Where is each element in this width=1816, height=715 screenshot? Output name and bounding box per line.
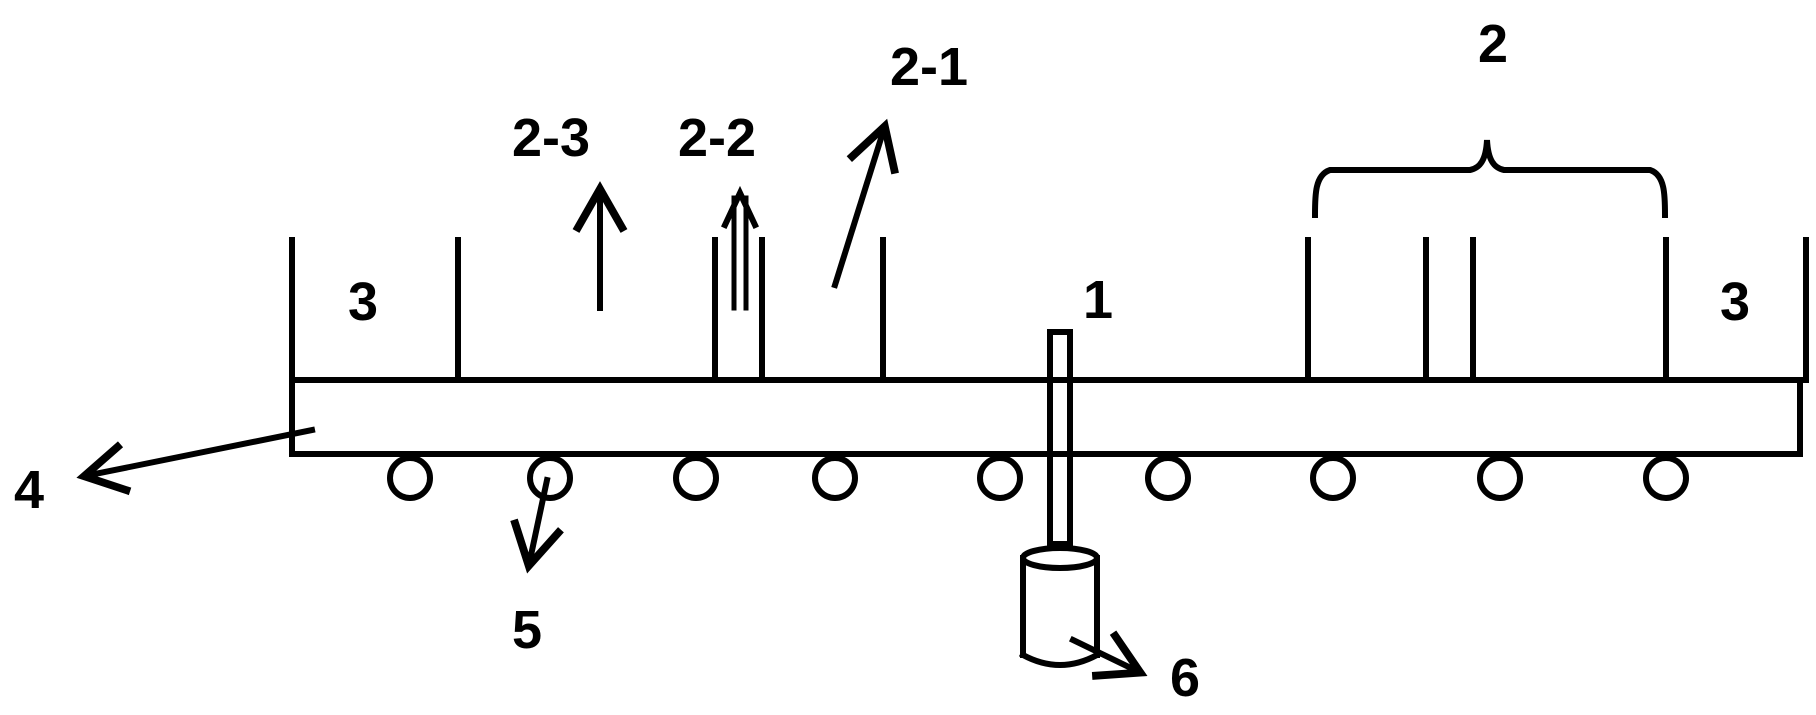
rollers bbox=[387, 455, 1689, 501]
roller bbox=[1145, 455, 1191, 501]
label-2: 2 bbox=[1478, 14, 1508, 74]
shaft bbox=[1047, 329, 1073, 547]
label-2-2: 2-2 bbox=[678, 108, 756, 168]
group-bracket bbox=[1311, 139, 1669, 219]
roller bbox=[387, 455, 433, 501]
arrow-4 bbox=[76, 426, 316, 496]
roller bbox=[673, 455, 719, 501]
partition-walls bbox=[289, 237, 1809, 383]
base-plate bbox=[289, 377, 1803, 457]
arrow-2-1 bbox=[831, 118, 899, 289]
label-2-3: 2-3 bbox=[512, 108, 590, 168]
roller bbox=[1643, 455, 1689, 501]
roller bbox=[527, 455, 573, 501]
label-3-right: 3 bbox=[1720, 272, 1750, 332]
roller bbox=[1477, 455, 1523, 501]
pointer-arrows bbox=[76, 118, 1148, 680]
arrow-2-2-head bbox=[721, 185, 759, 229]
roller bbox=[977, 455, 1023, 501]
label-5: 5 bbox=[512, 600, 542, 660]
label-4: 4 bbox=[14, 460, 44, 520]
label-1: 1 bbox=[1083, 270, 1113, 330]
roller bbox=[812, 455, 858, 501]
roller bbox=[1310, 455, 1356, 501]
label-2-1: 2-1 bbox=[890, 37, 968, 97]
label-6: 6 bbox=[1170, 648, 1200, 708]
arrow-5 bbox=[510, 476, 564, 574]
label-3-left: 3 bbox=[348, 272, 378, 332]
arrow-6 bbox=[1068, 630, 1148, 680]
